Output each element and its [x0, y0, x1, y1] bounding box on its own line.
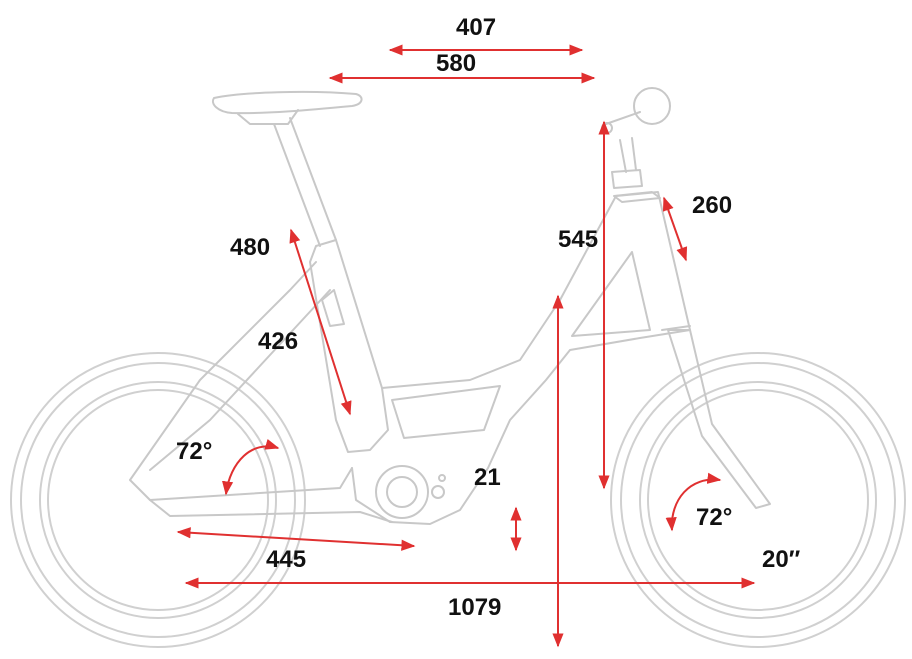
reach-label: 407	[456, 14, 497, 41]
dimension-arrows	[176, 44, 756, 648]
rear-wheel	[10, 352, 306, 648]
head-angle-label: 72°	[696, 504, 733, 531]
bb-drop-label: 21	[474, 464, 501, 491]
top-tube-label: 580	[436, 50, 477, 77]
seatpost	[273, 117, 337, 247]
head-angle-arc	[665, 472, 722, 532]
head-tube-label: 260	[692, 192, 733, 219]
chainstay-label: 445	[266, 546, 307, 573]
stack-label: 545	[558, 226, 599, 253]
chainstay-arrow	[176, 527, 416, 551]
wheel-size-label: 20″	[762, 546, 801, 573]
frame	[129, 87, 771, 525]
seat-tube-label: 426	[258, 328, 299, 355]
wheelbase-label: 1079	[448, 594, 502, 621]
head-tube-arrow	[662, 196, 688, 262]
front-wheel	[610, 352, 906, 648]
seat-tube-arrow	[289, 228, 352, 416]
saddle	[212, 90, 363, 125]
seat-angle-label: 72°	[176, 438, 213, 465]
seat-tube-top-label: 480	[230, 234, 271, 261]
seat-angle-arc	[222, 438, 280, 496]
